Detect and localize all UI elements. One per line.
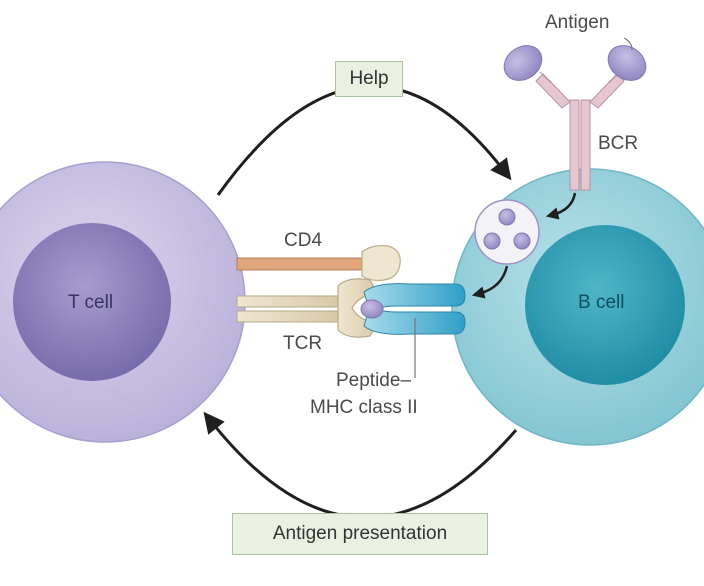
t-cell-label: T cell bbox=[68, 292, 114, 313]
b-cell-label: B cell bbox=[578, 292, 625, 313]
t-cell bbox=[0, 161, 246, 443]
peptide-label: Peptide– bbox=[336, 370, 412, 391]
antigen-presentation-arrow bbox=[203, 411, 518, 520]
endosome bbox=[474, 199, 540, 265]
peptide-mhc-class-ii bbox=[360, 283, 466, 335]
mhc-class-ii-label: MHC class II bbox=[310, 397, 418, 418]
t-cell-nucleus bbox=[13, 223, 171, 381]
help-label-box: Help bbox=[335, 61, 403, 97]
cd4-molecule bbox=[236, 245, 401, 282]
loading-arrow bbox=[471, 265, 509, 299]
internalization-arrow bbox=[545, 192, 577, 220]
cd4-label: CD4 bbox=[284, 230, 323, 251]
bcr-receptor bbox=[535, 71, 625, 191]
b-cell-nucleus bbox=[525, 225, 685, 385]
antigen-right bbox=[607, 45, 647, 81]
tcr-molecule bbox=[236, 278, 380, 338]
antigen-label: Antigen bbox=[545, 12, 610, 33]
bcr-label: BCR bbox=[598, 133, 639, 154]
antigen-leader-line bbox=[623, 37, 633, 51]
antigen-presentation-label-box: Antigen presentation bbox=[232, 513, 488, 555]
help-arrow bbox=[216, 84, 512, 196]
antigen-left bbox=[503, 45, 543, 81]
tcr-label: TCR bbox=[283, 333, 323, 354]
